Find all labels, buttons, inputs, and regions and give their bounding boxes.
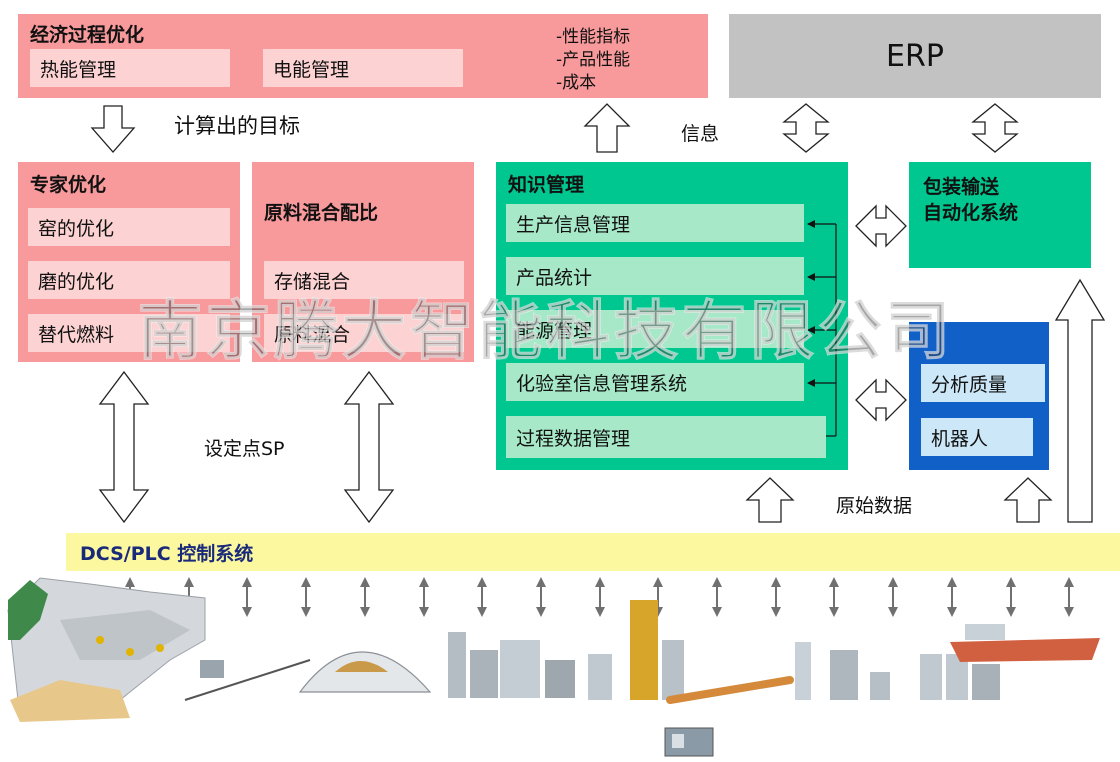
energy-management-box: 能源管理 [506, 310, 804, 348]
raw-mix-panel: 原料混合配比 存储混合 原料混合 [252, 162, 474, 362]
economic-optimization-title: 经济过程优化 [30, 24, 145, 46]
economic-optimization-panel: 经济过程优化 热能管理 电能管理 -性能指标 -产品性能 -成本 [18, 14, 708, 98]
dcs-field-arrows [125, 577, 1074, 617]
plant-illustration [7, 577, 1100, 757]
process-data-box: 过程数据管理 [506, 416, 826, 458]
analysis-robot-panel: 分析质量 机器人 [909, 322, 1049, 470]
product-statistics-box: 产品统计 [506, 257, 804, 295]
setpoint-label: 设定点SP [204, 438, 285, 460]
double-arrow-raw-mix [343, 370, 395, 524]
packaging-title-line1: 包装输送 [923, 176, 1000, 198]
erp-box: ERP [729, 14, 1101, 98]
kiln-optimization-box: 窑的优化 [28, 208, 230, 246]
note-cost: -成本 [556, 73, 597, 93]
lab-info-system-box: 化验室信息管理系统 [506, 363, 804, 401]
expert-optimization-panel: 专家优化 窑的优化 磨的优化 替代燃料 [18, 162, 240, 362]
double-arrow-erp-2 [971, 103, 1019, 153]
dcs-plc-bar: DCS/PLC 控制系统 [66, 533, 1120, 571]
double-arrow-expert [98, 370, 150, 524]
robot-box: 机器人 [921, 418, 1033, 456]
raw-data-label: 原始数据 [836, 495, 913, 517]
raw-mix-title: 原料混合配比 [264, 202, 379, 224]
packaging-title-line2: 自动化系统 [923, 202, 1019, 224]
storage-mix-box: 存储混合 [264, 261, 464, 299]
up-arrow-raw-data-2 [1003, 477, 1053, 523]
analysis-quality-box: 分析质量 [921, 364, 1045, 402]
electric-management-box: 电能管理 [263, 49, 463, 87]
production-info-box: 生产信息管理 [506, 204, 804, 242]
double-arrow-packaging [855, 204, 907, 248]
note-product: -产品性能 [556, 50, 631, 70]
alternative-fuel-box: 替代燃料 [28, 314, 230, 352]
expert-optimization-title: 专家优化 [30, 174, 107, 196]
info-label: 信息 [681, 123, 720, 145]
thermal-management-box: 热能管理 [30, 49, 230, 87]
up-arrow-info [583, 103, 631, 153]
note-performance: -性能指标 [556, 27, 631, 47]
double-arrow-analysis [855, 378, 907, 422]
watermark-text: 南京腾大智能科技有限公司 [138, 295, 954, 370]
erp-label: ERP [886, 38, 944, 74]
knowledge-management-title: 知识管理 [508, 174, 585, 196]
dcs-plc-label: DCS/PLC 控制系统 [80, 542, 254, 565]
tall-up-arrow-packaging [1054, 278, 1106, 523]
mill-optimization-box: 磨的优化 [28, 261, 230, 299]
packaging-automation-panel: 包装输送 自动化系统 [909, 162, 1091, 268]
double-arrow-erp-1 [782, 103, 830, 153]
up-arrow-raw-data-1 [745, 477, 795, 523]
knowledge-management-panel: 知识管理 生产信息管理 产品统计 能源管理 化验室信息管理系统 过程数据管理 [496, 162, 848, 470]
target-label: 计算出的目标 [174, 114, 300, 138]
down-arrow-target [90, 105, 136, 153]
raw-material-mix-box: 原料混合 [264, 314, 464, 352]
